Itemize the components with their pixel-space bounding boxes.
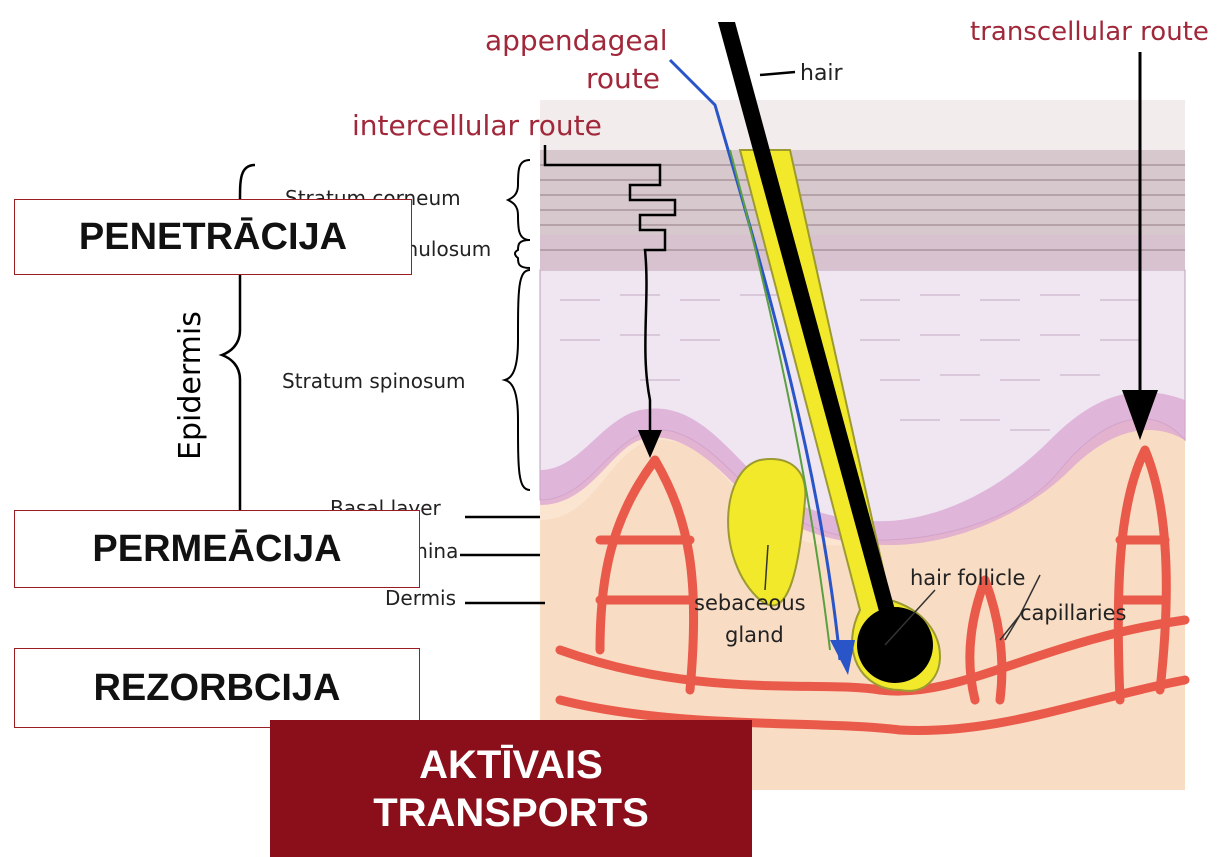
- hair-follicle-label: hair follicle: [910, 566, 1025, 590]
- stratum-spinosum-label: Stratum spinosum: [282, 369, 466, 393]
- penetration-text: PENETRĀCIJA: [79, 216, 347, 259]
- sebaceous-label-2: gland: [725, 623, 784, 647]
- transcellular-route-label: transcellular route: [970, 17, 1209, 47]
- active-transport-text-1: AKTĪVAIS: [419, 741, 603, 789]
- sebaceous-label-1: sebaceous: [694, 591, 806, 615]
- hair-label: hair: [800, 61, 844, 86]
- active-transport-box: AKTĪVAIS TRANSPORTS: [270, 720, 752, 857]
- resorption-text: REZORBCIJA: [93, 667, 340, 710]
- permeation-box: PERMEĀCIJA: [14, 510, 420, 588]
- epidermis-label: Epidermis: [173, 311, 208, 460]
- resorption-box: REZORBCIJA: [14, 648, 420, 728]
- penetration-box: PENETRĀCIJA: [14, 199, 412, 275]
- permeation-text: PERMEĀCIJA: [92, 528, 341, 571]
- dermis-label: Dermis: [385, 586, 456, 610]
- appendageal-route-label-1: appendageal: [485, 24, 668, 57]
- intercellular-route-label: intercellular route: [352, 109, 602, 142]
- stratum-corneum-band: [540, 150, 1185, 235]
- capillaries-label: capillaries: [1020, 601, 1126, 625]
- appendageal-route-label-2: route: [586, 62, 660, 95]
- active-transport-text-2: TRANSPORTS: [373, 789, 649, 837]
- stratum-granulosum-band: [540, 235, 1185, 270]
